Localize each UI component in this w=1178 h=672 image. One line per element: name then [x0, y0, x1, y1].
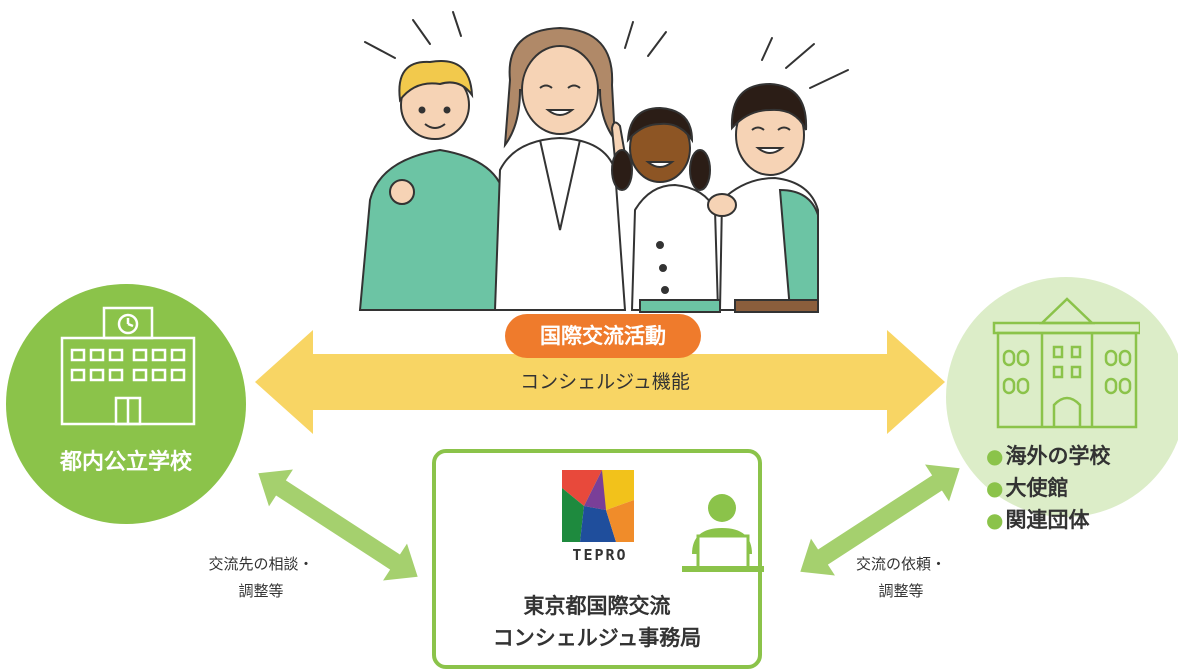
right-link-arrow: [800, 464, 960, 576]
partner-item: ●大使館: [986, 472, 1110, 504]
excitement-lines: [364, 11, 849, 89]
public-school-label: 都内公立学校: [59, 450, 192, 475]
right-link-note-line2: 調整等: [878, 582, 924, 600]
right-link-note: 交流の依頼・ 調整等: [826, 551, 976, 605]
right-link-note-line1: 交流の依頼・: [855, 555, 946, 573]
partner-item: ●関連団体: [986, 504, 1110, 536]
bullet-icon: ●: [986, 444, 1004, 468]
public-school-node: [6, 284, 246, 524]
overseas-partners-node: [946, 277, 1178, 517]
partner-item-label: 海外の学校: [1005, 444, 1111, 468]
partner-item-label: 大使館: [1005, 476, 1069, 500]
school-building-icon: [60, 306, 196, 426]
concierge-function-label: コンシェルジュ機能: [520, 371, 690, 393]
international-exchange-badge: 国際交流活動: [505, 314, 701, 358]
left-link-arrow: [258, 469, 418, 581]
office-name: 東京都国際交流 コンシェルジュ事務局: [436, 590, 758, 654]
teacher-woman: [493, 26, 628, 311]
staff-desk-icon: [682, 494, 764, 572]
smiling-girl: [611, 106, 721, 313]
partner-item: ●海外の学校: [986, 440, 1110, 472]
overseas-building-icon: [992, 297, 1140, 429]
tepro-logo: [562, 470, 634, 542]
left-link-note: 交流先の相談・ 調整等: [186, 551, 336, 605]
curly-hair-boy: [358, 60, 506, 311]
office-name-line2: コンシェルジュ事務局: [492, 626, 702, 650]
bullet-icon: ●: [986, 508, 1004, 532]
left-link-note-line1: 交流先の相談・: [208, 555, 314, 573]
partner-item-label: 関連団体: [1005, 508, 1090, 532]
office-name-line1: 東京都国際交流: [523, 594, 671, 618]
bullet-icon: ●: [986, 476, 1004, 500]
black-hair-boy: [707, 82, 819, 313]
left-link-note-line2: 調整等: [238, 582, 284, 600]
tepro-logo-text: TEPRO: [572, 546, 628, 564]
partner-list: ●海外の学校 ●大使館 ●関連団体: [986, 440, 1110, 536]
exchange-double-arrow: [255, 330, 945, 434]
